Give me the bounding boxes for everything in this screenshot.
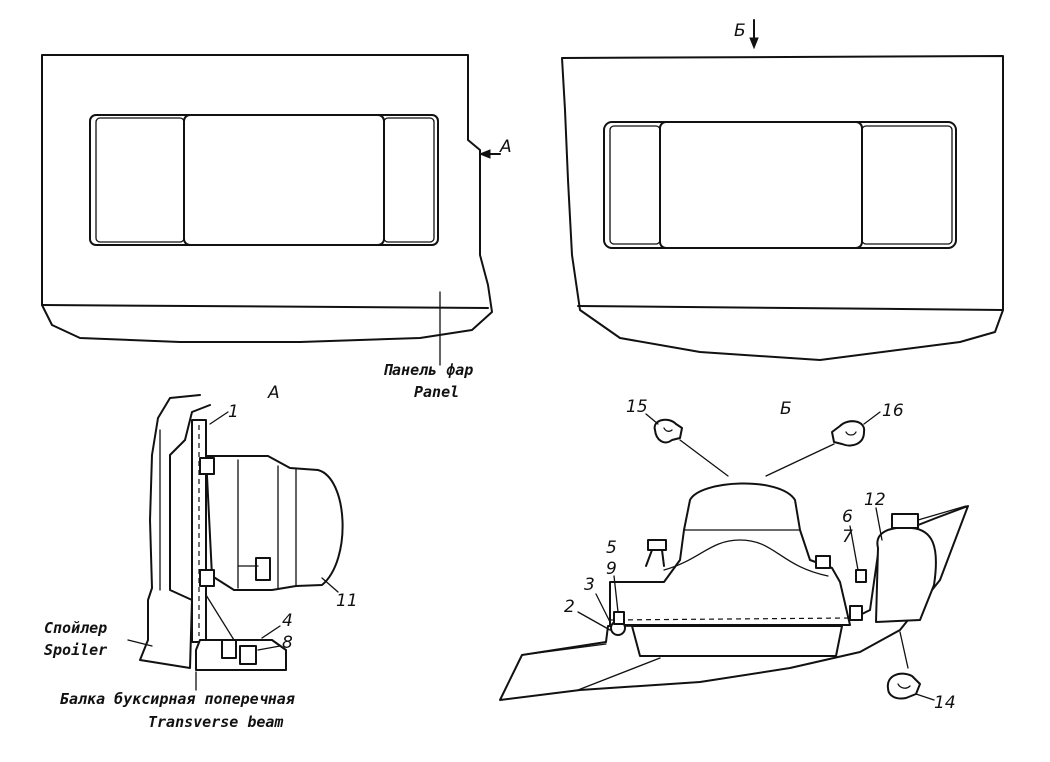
view-b-section xyxy=(499,482,969,701)
right-headlamp-panel xyxy=(561,55,1004,361)
callout-2: 2 xyxy=(564,597,575,617)
callout-8: 8 xyxy=(282,633,293,653)
callout-6: 6 xyxy=(842,507,853,527)
callout-1: 1 xyxy=(228,402,239,422)
view-a-section xyxy=(139,394,344,691)
beam-caption-ru: Балка буксирная поперечная xyxy=(60,690,295,708)
view-a-callouts: 1 11 4 8 Спойлер Spoiler Балка буксирная… xyxy=(44,402,358,731)
callout-7: 7 xyxy=(842,527,853,547)
left-headlamp-panel xyxy=(41,54,493,343)
view-a-arrow: A xyxy=(478,137,512,159)
view-b-title: Б xyxy=(780,399,792,419)
callout-12: 12 xyxy=(864,490,886,510)
view-a-arrow-label: A xyxy=(499,137,512,157)
callout-15: 15 xyxy=(626,397,648,417)
callout-14: 14 xyxy=(934,693,956,713)
view-b-arrow-label: Б xyxy=(734,21,746,41)
panel-caption-ru: Панель фар xyxy=(383,361,473,379)
spoiler-caption-en: Spoiler xyxy=(44,641,107,659)
callout-4: 4 xyxy=(282,611,293,631)
spoiler-caption-ru: Спойлер xyxy=(44,619,107,637)
bulb-14-icon: 14 xyxy=(886,631,956,713)
view-b-callouts: 5 9 3 2 6 7 12 xyxy=(564,490,886,631)
beam-caption-en: Transverse beam xyxy=(148,713,283,731)
view-b-arrow: Б xyxy=(734,19,759,50)
panel-caption-en: Panel xyxy=(414,383,459,401)
callout-9: 9 xyxy=(606,559,617,579)
view-a-title: A xyxy=(267,383,280,403)
callout-5: 5 xyxy=(606,538,617,558)
callout-11: 11 xyxy=(336,591,358,611)
bulb-15-icon: 15 xyxy=(626,397,729,477)
callout-16: 16 xyxy=(882,401,904,421)
panel-leader: Панель фар Panel xyxy=(383,291,473,401)
bulb-16-icon: 16 xyxy=(765,401,904,477)
callout-3: 3 xyxy=(584,575,595,595)
